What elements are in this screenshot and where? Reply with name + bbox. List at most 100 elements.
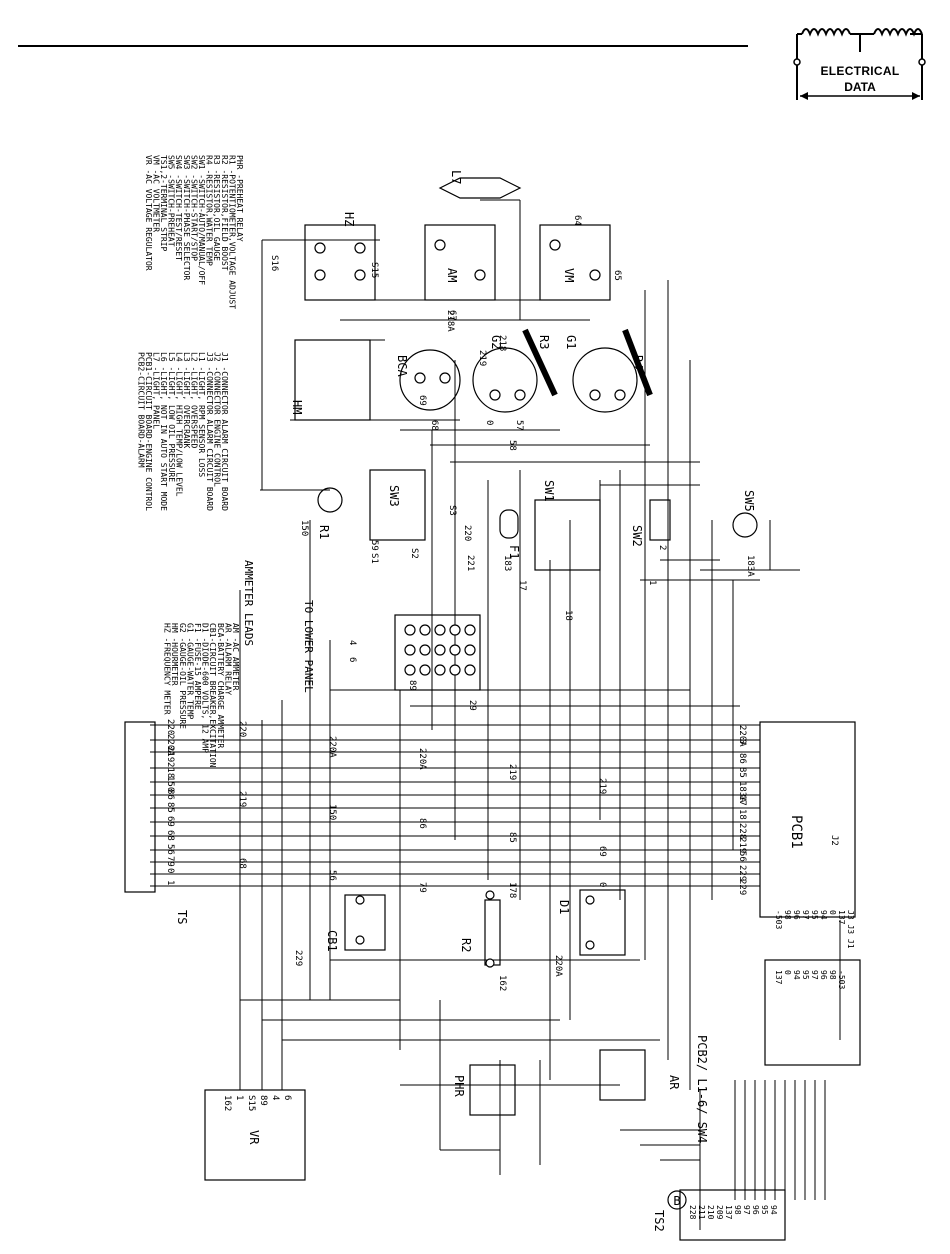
pcb1-j3-label: 97 (801, 910, 810, 920)
legend-line: G1 -GAUGE-WATER TEMP (185, 623, 194, 720)
ts2-row-label: 209 (715, 1205, 724, 1220)
phr-relay (469, 1064, 516, 1116)
misc-wire-label: 29 (467, 700, 477, 711)
label-am: AM (445, 268, 459, 282)
ts-wire-label: 56 (165, 844, 175, 855)
hm-hourmeter (294, 339, 371, 421)
label-hz: HZ (342, 212, 356, 226)
label-l7: L7 (449, 170, 463, 184)
run-wire-label: 220 (237, 721, 247, 737)
sw3-selector (369, 469, 426, 541)
pcb2-pin-label: 137 (774, 970, 783, 985)
pcb1-pin-label: 228 (737, 823, 747, 839)
legend-line: L5 -LIGHT, LOW OIL PRESSURE (167, 352, 176, 482)
ts-wire-label: 86 (165, 789, 175, 800)
run-wire-label: 219 (507, 764, 517, 780)
pcb1-pin-label: 183A (737, 781, 747, 803)
ts2-terminal-strip (679, 1189, 786, 1241)
label-vm: VM (562, 268, 576, 282)
legend-line: L3 -LIGHT, OVERCRANK (182, 352, 191, 449)
d1-diode (579, 889, 626, 956)
coil-graphic (793, 28, 926, 100)
pcb1-j3-label: 94 (819, 910, 828, 920)
ts-wire-label: 68 (165, 830, 175, 841)
misc-wire-label: S15 (369, 262, 379, 278)
label-r3: R3 (537, 335, 551, 349)
ar-relay (599, 1049, 646, 1101)
vm-meter (539, 224, 611, 301)
run-wire-label: 86 (417, 818, 427, 829)
label-sw1: SW1 (542, 480, 556, 502)
ts-wire-label: 219 (165, 746, 175, 762)
pcb2-board (764, 959, 861, 1066)
misc-wire-label: 219 (477, 350, 487, 366)
run-wire-label: 220A (327, 736, 337, 758)
legend-line: PCB1-CIRCUIT BOARD-ENGINE CONTROL (144, 352, 153, 511)
legend-line: L6 -LIGHT, NOT IN AUTO START MODE (159, 352, 168, 511)
vr-regulator (204, 1089, 306, 1181)
pcb1-pin-label: 229 (737, 865, 747, 881)
legend-line: VM -AC VOLTMETER (151, 155, 160, 232)
legend-line: R4 -RESISTOR,WATER TEMP (205, 155, 214, 266)
r2-resistor (484, 899, 501, 966)
ts2-row-label: 98 (733, 1205, 742, 1215)
label-f1: F1 (507, 545, 521, 559)
misc-wire-label: 221 (465, 555, 475, 571)
label-cb1: CB1 (325, 930, 339, 952)
vr-pin-label: 1 (234, 1095, 244, 1100)
misc-wire-label: 64 (572, 215, 582, 226)
ts2-row-label: 228 (688, 1205, 697, 1220)
legend-line: HM -HOURMETER (170, 623, 179, 686)
ts-wire-label: 1 (165, 880, 175, 885)
pcb2-pin-label: 98 (828, 970, 837, 980)
vr-pin-label: 162 (222, 1095, 232, 1111)
pcb2-pin-label: 95 (801, 970, 810, 980)
label-ts2: TS2 (652, 1210, 666, 1232)
run-wire-label: 220A (417, 748, 427, 770)
legend-line: R3 -RESISTOR,OIL GAUGE (212, 155, 221, 261)
pcb1-pin-label: 220A (737, 725, 747, 747)
wire-label-layer: 220220A21921815086856968567901220220A220… (165, 215, 855, 1220)
sw5-switch (732, 512, 758, 538)
legend-line: PHR -PREHEAT RELAY (235, 155, 244, 242)
legend-line: D1 -DIODE-600 VOLTS, 12 AMP (201, 623, 210, 753)
misc-wire-label: 218A (445, 310, 455, 332)
ts2-row-label: 211 (697, 1205, 706, 1220)
pcb1-board (759, 721, 856, 918)
ts-wire-label: 220A (165, 734, 175, 756)
legend-line: J3 -CONNECTOR ALARM CIRCUIT BOARD (205, 352, 214, 511)
pcb1-pin-label: 85 (737, 767, 747, 778)
legend-line: SW5 -SWITCH-PREHEAT (167, 155, 176, 247)
ts-wire-label: 218 (165, 762, 175, 778)
misc-wire-label: 69 (417, 395, 427, 406)
misc-wire-label: 220 (462, 525, 472, 541)
run-wire-label: 150 (327, 804, 337, 820)
ts-wire-label: 79 (165, 856, 175, 867)
pcb1-j3-label: 98 (783, 910, 792, 920)
label-r1: R1 (317, 525, 331, 539)
label-g2: G2 (489, 335, 503, 349)
ts-wire-label: 69 (165, 816, 175, 827)
legend-line: R2 -RESISTOR,FIELD BOOST (220, 155, 229, 271)
legend-line: L1 -LIGHT, RPM SENSOR LOSS (197, 352, 206, 477)
run-wire-label: 56 (327, 870, 337, 881)
vr-pin-label: S15 (246, 1095, 256, 1111)
g1-gauge (572, 347, 638, 413)
misc-wire-label: 58 (507, 440, 517, 451)
bca-gauge (399, 349, 461, 411)
vr-pin-label: 89 (258, 1095, 268, 1106)
legend-line: SW2 -SWITCH-START/STOP (189, 155, 198, 261)
label-vr: VR (247, 1130, 261, 1145)
ts2-row-label: 97 (742, 1205, 751, 1215)
f1-fuse (499, 509, 519, 539)
legend-line: J2 -CONNECTOR ENGINE CONTROL (212, 352, 221, 487)
pcb1-j3-label: J3 J3 J1 (846, 910, 855, 949)
misc-wire-label: 183 (502, 555, 512, 571)
misc-wire-label: 0 (484, 420, 494, 425)
pcb2-pin-label: 97 (810, 970, 819, 980)
legend-line: CB1-CIRCUIT BREAKER,EXCITATION (208, 623, 217, 768)
legend-line: PCB2-CIRCUIT BOARD-ALARM (136, 352, 145, 468)
pcb2-pin-label: 96 (819, 970, 828, 980)
